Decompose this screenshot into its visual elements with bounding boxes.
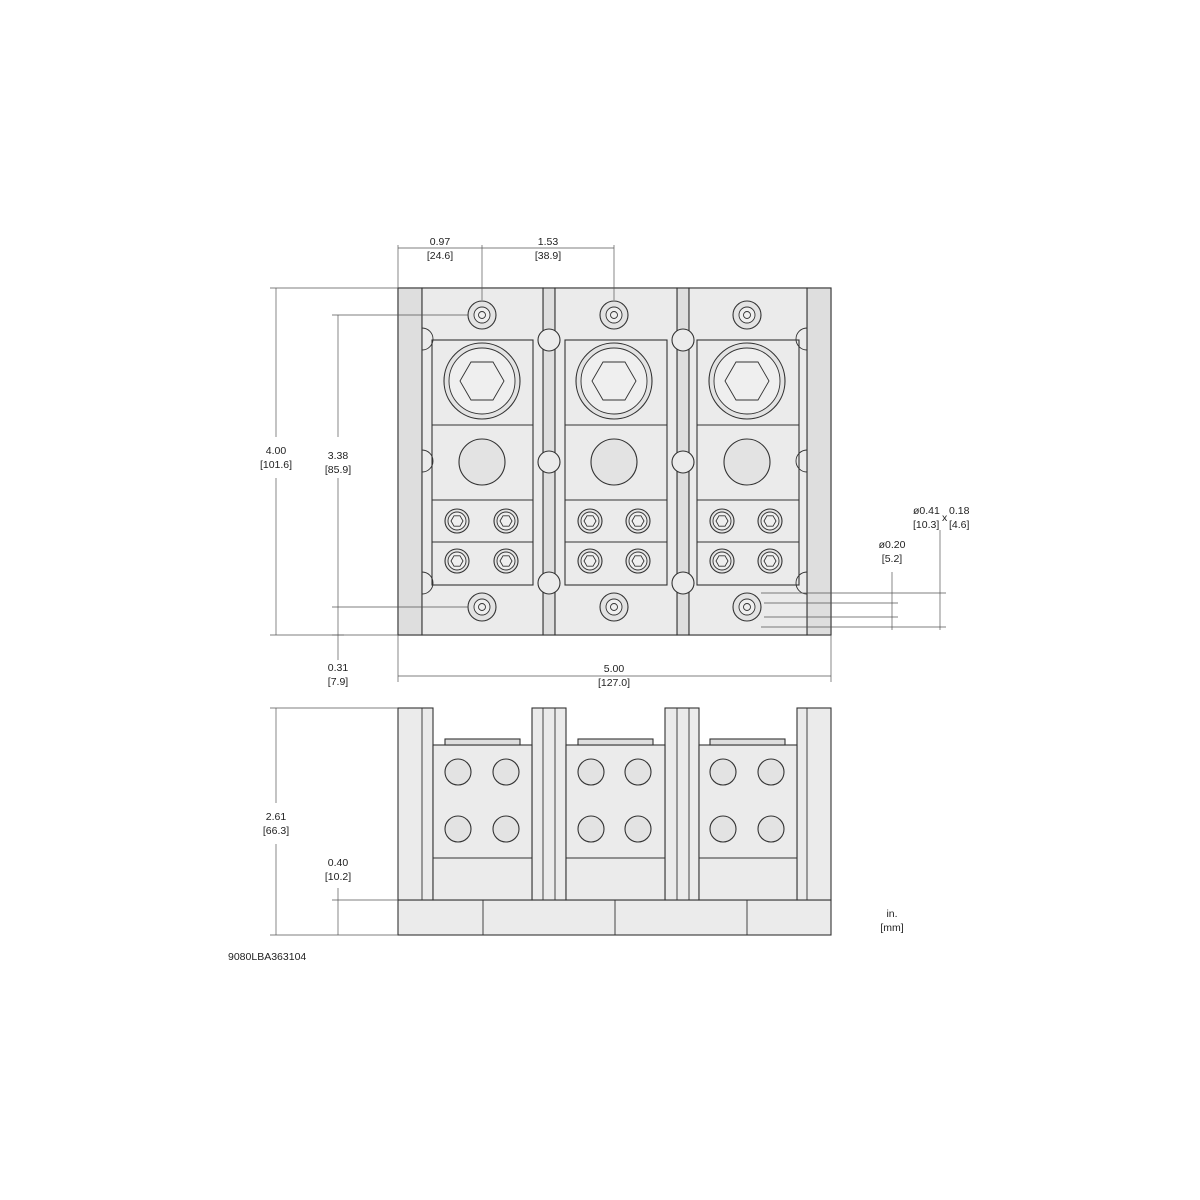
tap-screw: [625, 548, 651, 574]
side-rib-2: [664, 707, 700, 901]
tap-screw: [444, 508, 470, 534]
side-rib-left: [397, 287, 423, 636]
hex-icon: [459, 361, 505, 401]
dim-mount-hole-mm: [5.2]: [882, 553, 903, 565]
tap-screw: [757, 548, 783, 574]
dim-counterbore-in: ø0.41: [913, 505, 940, 517]
top-view: [397, 287, 832, 636]
dim-base-height-in: 0.40: [328, 857, 349, 869]
dim-hole-offset-mm: [7.9]: [328, 676, 349, 688]
mounting-hole: [467, 592, 497, 622]
side-dimension-lines: [270, 707, 398, 936]
side-view: [397, 707, 832, 936]
hex-icon: [591, 361, 637, 401]
dim-side-height-mm: [66.3]: [263, 825, 289, 837]
tap-screw: [625, 508, 651, 534]
top-dimension-text: 0.97 [24.6] 1.53 [38.9] 4.00 [101.6] 3.3…: [260, 236, 970, 689]
tap-screw: [444, 548, 470, 574]
part-number: 9080LBA363104: [228, 951, 306, 963]
mounting-hole: [732, 592, 762, 622]
wire-entry-hole: [458, 438, 506, 486]
pole-2: [554, 287, 678, 636]
wire-entry-hole: [723, 438, 771, 486]
dim-counterbore-x: x: [942, 512, 948, 524]
dim-width-mm: [127.0]: [598, 677, 630, 689]
tap-screw: [493, 548, 519, 574]
dim-pitch-first-in: 0.97: [430, 236, 451, 248]
hex-icon: [724, 361, 770, 401]
mounting-hole: [732, 300, 762, 330]
dim-height-in: 4.00: [266, 445, 287, 457]
dim-pitch-next-in: 1.53: [538, 236, 559, 248]
pole-1: [421, 287, 544, 636]
dim-hole-spacing-mm: [85.9]: [325, 464, 351, 476]
dim-counterbore-depth-in: 0.18: [949, 505, 970, 517]
tap-screw: [709, 548, 735, 574]
tap-screw: [493, 508, 519, 534]
side-lug-1: [432, 738, 533, 901]
tap-screw: [757, 508, 783, 534]
dim-hole-offset-in: 0.31: [328, 662, 349, 674]
dim-width-in: 5.00: [604, 663, 625, 675]
wire-entry-hole: [590, 438, 638, 486]
tap-screw: [709, 508, 735, 534]
side-rib-1: [531, 707, 567, 901]
dim-mount-hole-in: ø0.20: [879, 539, 906, 551]
side-wall-left: [397, 707, 434, 901]
side-lug-3: [698, 738, 798, 901]
dim-counterbore-depth-mm: [4.6]: [949, 519, 970, 531]
mounting-hole: [599, 300, 629, 330]
tap-screw: [577, 508, 603, 534]
units-secondary: [mm]: [880, 922, 903, 934]
dim-side-height-in: 2.61: [266, 811, 287, 823]
mounting-hole: [467, 300, 497, 330]
tap-screw: [577, 548, 603, 574]
dim-base-height-mm: [10.2]: [325, 871, 351, 883]
dim-hole-spacing-in: 3.38: [328, 450, 349, 462]
mounting-hole: [599, 592, 629, 622]
side-rib-right: [806, 287, 832, 636]
dim-counterbore-mm: [10.3]: [913, 519, 939, 531]
side-dimension-text: 2.61 [66.3] 0.40 [10.2] in. [mm] 9080LBA…: [228, 811, 904, 963]
pole-3: [688, 287, 808, 636]
dim-pitch-next-mm: [38.9]: [535, 250, 561, 262]
side-lug-2: [565, 738, 666, 901]
units-primary: in.: [886, 908, 897, 920]
side-wall-right: [796, 707, 832, 901]
dim-pitch-first-mm: [24.6]: [427, 250, 453, 262]
rib-bumps: [421, 327, 808, 595]
side-base: [397, 899, 832, 936]
top-dimension-lines: [270, 245, 946, 682]
dim-height-mm: [101.6]: [260, 459, 292, 471]
